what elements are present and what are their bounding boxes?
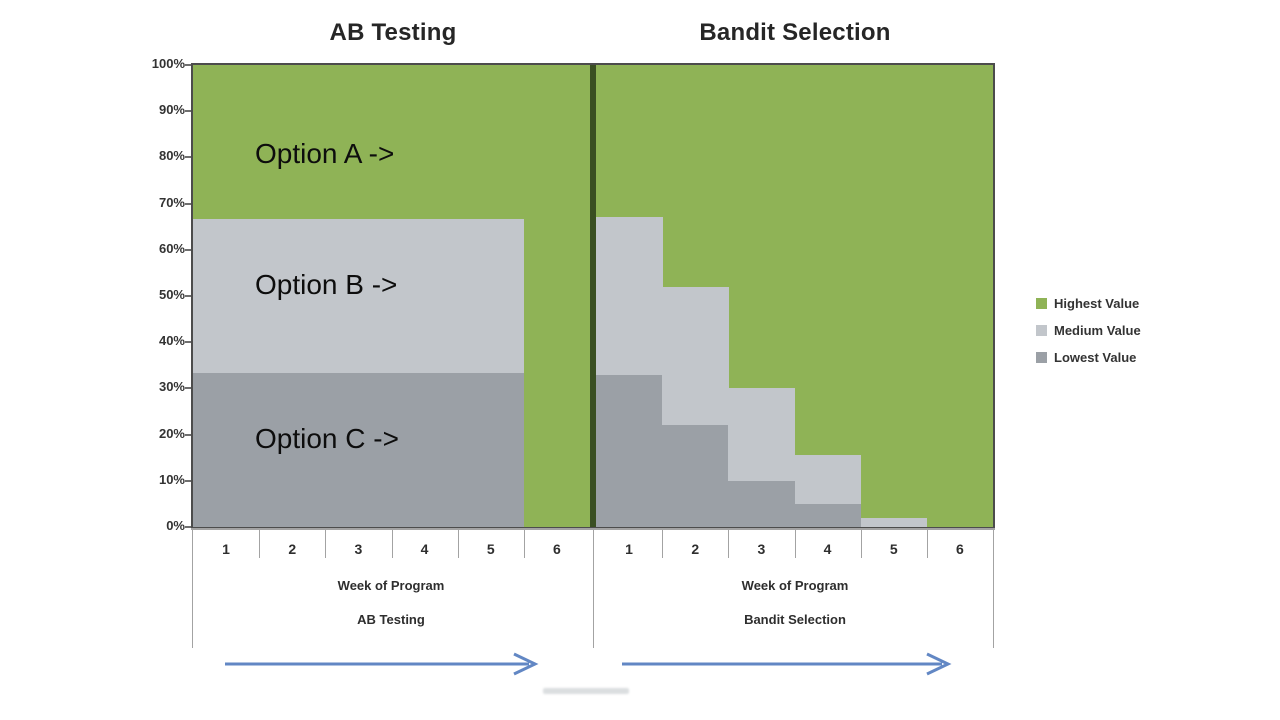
x-tick-separator <box>860 530 862 558</box>
legend-label: Highest Value <box>1054 296 1140 311</box>
x-tick-separator <box>457 530 459 558</box>
category-boundary-line <box>191 530 193 648</box>
x-tick-separator <box>926 530 928 558</box>
legend-item: Lowest Value <box>1036 350 1141 365</box>
left-time-arrow-icon <box>225 652 539 676</box>
option-c-label: Option C -> <box>255 423 399 454</box>
left-panel-title: AB Testing <box>329 19 457 46</box>
legend-item: Highest Value <box>1036 296 1141 311</box>
right-axis-label: Week of Program <box>741 578 849 593</box>
y-tick-label: 40% <box>158 333 185 349</box>
bandit-selection-plot-area <box>596 65 993 527</box>
week-tick-label: 1 <box>625 541 633 557</box>
x-tick-separator <box>794 530 796 558</box>
lowest-value-segment <box>259 373 326 527</box>
left-axis-label: Week of Program <box>337 578 445 593</box>
y-tick-mark <box>185 433 191 436</box>
right-panel-title: Bandit Selection <box>699 19 891 46</box>
x-tick-separator <box>325 530 327 558</box>
x-tick-separator <box>728 530 730 558</box>
y-tick-label: 10% <box>158 471 185 487</box>
y-tick-mark <box>185 202 191 205</box>
week-tick-label: 2 <box>691 541 700 557</box>
x-tick-separator <box>523 530 525 558</box>
right-time-arrow-icon <box>622 652 952 676</box>
legend-swatch-icon <box>1036 352 1047 363</box>
y-tick-label: 0% <box>166 518 185 533</box>
y-tick-label: 20% <box>158 425 185 441</box>
lowest-value-segment <box>662 425 729 527</box>
option-b-label: Option B -> <box>255 269 398 300</box>
y-tick-label: 50% <box>158 287 185 302</box>
week-tick-label: 5 <box>486 541 495 557</box>
week-tick-label: 3 <box>757 541 766 557</box>
category-boundary-line <box>993 530 994 648</box>
y-tick-mark <box>185 248 191 251</box>
y-tick-mark <box>185 110 191 113</box>
x-tick-separator <box>662 530 664 558</box>
ab-testing-plot-area <box>193 65 590 527</box>
y-tick-label: 60% <box>158 240 185 256</box>
faded-text-artifact <box>543 688 629 694</box>
y-tick-mark <box>185 156 191 159</box>
y-tick-label: 100% <box>151 56 185 71</box>
week-tick-label: 5 <box>889 541 898 557</box>
lowest-value-segment <box>457 373 525 527</box>
legend-swatch-icon <box>1036 298 1047 309</box>
x-axis-line <box>191 528 995 530</box>
legend-swatch-icon <box>1036 325 1047 336</box>
lowest-value-segment <box>391 373 459 527</box>
category-boundary-line <box>592 530 594 648</box>
y-tick-label: 90% <box>158 102 185 118</box>
y-tick-mark <box>185 341 191 344</box>
y-tick-label: 30% <box>158 379 185 395</box>
y-tick-label: 70% <box>158 194 185 210</box>
week-tick-label: 2 <box>288 541 297 557</box>
x-tick-separator <box>391 530 393 558</box>
legend-label: Lowest Value <box>1054 350 1137 365</box>
y-tick-mark <box>185 295 191 297</box>
y-tick-mark <box>185 64 191 66</box>
legend-label: Medium Value <box>1054 323 1141 338</box>
legend-item: Medium Value <box>1036 323 1141 338</box>
lowest-value-segment <box>193 373 260 527</box>
lowest-value-segment <box>325 373 393 527</box>
x-tick-separator <box>259 530 261 558</box>
lowest-value-segment <box>596 374 663 527</box>
lowest-value-segment <box>794 503 862 527</box>
left-axis-sublabel: AB Testing <box>357 612 425 627</box>
medium-value-segment <box>860 517 928 527</box>
y-tick-mark <box>185 387 191 390</box>
panel-separator-line <box>590 65 596 527</box>
week-tick-label: 1 <box>222 541 230 557</box>
y-tick-label: 80% <box>158 148 185 164</box>
option-a-label: Option A -> <box>255 138 395 169</box>
y-tick-mark <box>185 479 191 482</box>
week-tick-label: 3 <box>354 541 363 557</box>
week-tick-label: 4 <box>823 541 832 557</box>
week-tick-label: 4 <box>420 541 429 557</box>
y-tick-mark <box>185 526 191 528</box>
lowest-value-segment <box>728 480 796 527</box>
week-tick-label: 6 <box>956 541 964 557</box>
right-axis-sublabel: Bandit Selection <box>744 612 846 627</box>
week-tick-label: 6 <box>553 541 561 557</box>
